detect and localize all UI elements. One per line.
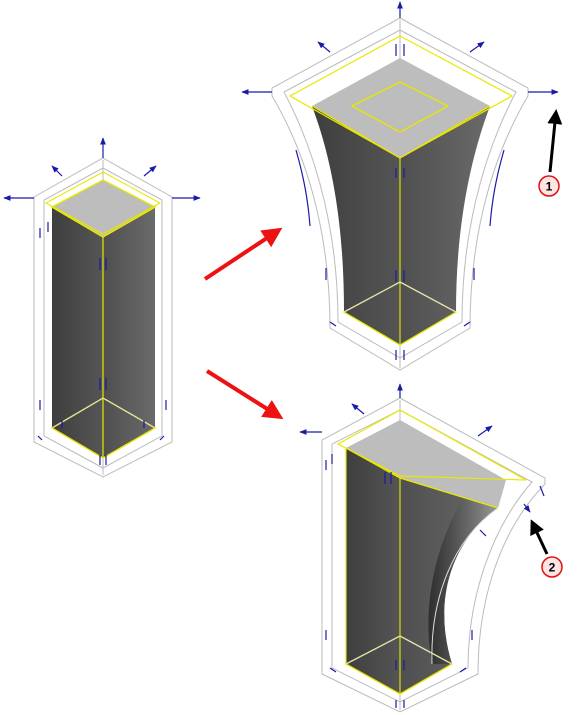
single-side-curved-box-solid (336, 409, 527, 695)
single-side-curved-box (299, 383, 546, 713)
tapered-box (241, 1, 559, 371)
leader-arrow-1 (547, 109, 563, 173)
tapered-box-handles (241, 1, 559, 360)
single-side-curved-box-handles (299, 383, 545, 708)
original-box-handles (3, 137, 201, 465)
leader-arrow-2 (530, 519, 549, 555)
callout-2-circle (541, 556, 563, 578)
callout-2-number: 2 (549, 561, 556, 575)
flow-arrows (203, 227, 284, 420)
callout-1: 1 (538, 175, 560, 197)
callout-2: 2 (541, 556, 563, 578)
flow-arrow-to-curved (205, 369, 284, 420)
flow-arrow-to-tapered (203, 227, 283, 281)
original-box (3, 137, 201, 478)
leader-arrows (530, 109, 563, 555)
tapered-box-solid (288, 35, 514, 346)
callout-1-circle (538, 175, 560, 197)
original-box-solid (44, 171, 162, 459)
callout-1-number: 1 (546, 180, 553, 194)
